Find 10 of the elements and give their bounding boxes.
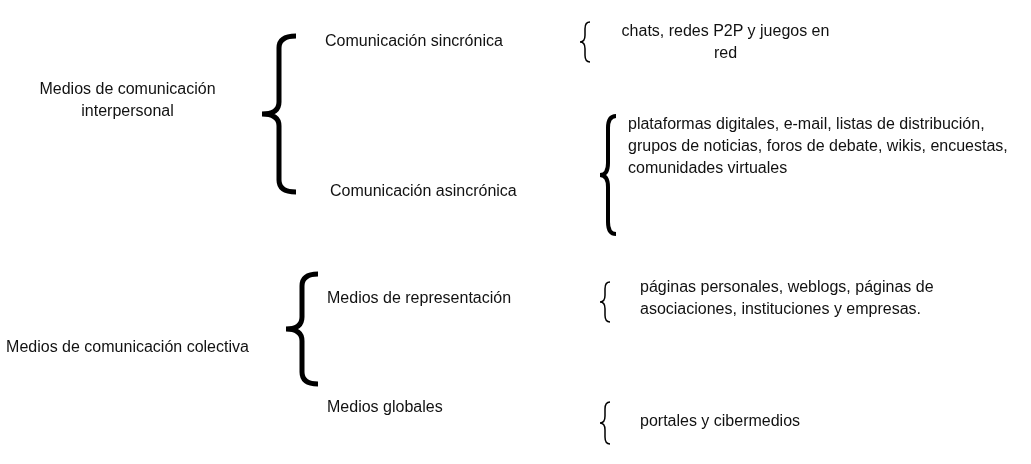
subcategory-heading: Medios de representación: [327, 288, 512, 308]
examples-text: plataformas digitales, e-mail, listas de distribución, grupos de noticias, foros de debate, wikis, encuestas, comunidades virtuales: [628, 114, 1009, 178]
examples-text: páginas personales, weblogs, páginas de asociaciones, instituciones y empresas.: [640, 277, 935, 319]
subcategory-heading: Medios globales: [327, 397, 443, 417]
examples-text: portales y cibermedios: [640, 411, 801, 431]
examples-text: chats, redes P2P y juegos en red: [620, 21, 831, 63]
subcategory-heading: Comunicación asincrónica: [330, 181, 517, 201]
category-heading: Medios de comunicación colectiva: [5, 337, 250, 357]
category-heading: Medios de comunicación interpersonal: [38, 79, 217, 121]
subcategory-heading: Comunicación sincrónica: [325, 31, 503, 51]
